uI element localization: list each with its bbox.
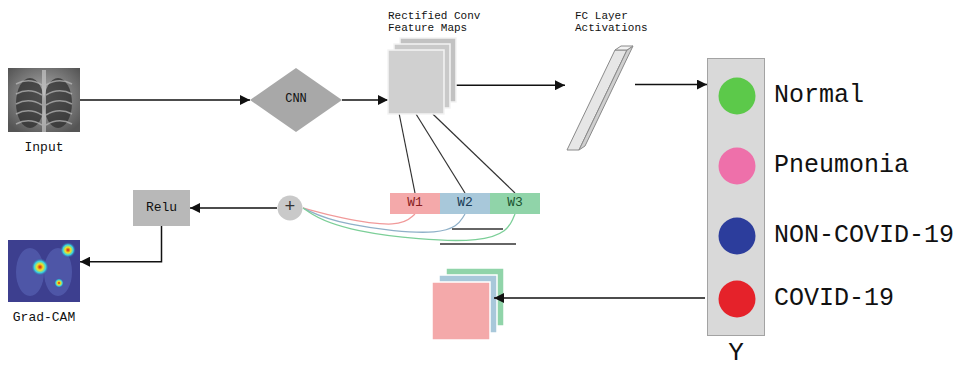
node-label: W1: [407, 196, 423, 210]
gradcam-picture: [8, 240, 80, 302]
relu-box: Relu: [133, 190, 190, 226]
connector-arrow: [416, 114, 465, 193]
hot-spot: [60, 242, 76, 258]
input-image: Input: [8, 68, 80, 132]
node-label: CNN: [285, 93, 307, 106]
class-circle: Pneumonia: [718, 147, 756, 185]
caption-label: Grad-CAM: [13, 311, 75, 325]
connector-arrow: [342, 99, 388, 101]
caption-label: Input: [24, 141, 63, 155]
label-holder: Pneumonia: [774, 152, 909, 180]
node-label: Relu: [146, 201, 177, 215]
hot-spot: [54, 278, 64, 288]
node-label: W3: [507, 196, 523, 210]
caption-label: Y: [728, 339, 744, 368]
connector-arrow: [80, 226, 162, 262]
prism-shape: [565, 42, 635, 154]
heatmap-ground: [8, 240, 80, 302]
output-column: NormalPneumoniaNON-COVID-19COVID-19Y: [707, 58, 765, 336]
connector-arrow: [444, 84, 565, 86]
cnn-diamond: CNN: [250, 68, 342, 132]
label-holder: Grad-CAM: [13, 308, 75, 326]
circle-shape: [718, 77, 756, 115]
class-circle: NON-COVID-19: [718, 217, 756, 255]
caption-label: Pneumonia: [774, 152, 909, 180]
label-holder: COVID-19: [774, 285, 894, 313]
node-label: +: [285, 198, 296, 218]
stack-shape: [388, 50, 444, 114]
caption-label: Normal: [774, 82, 864, 110]
xray-picture: [8, 68, 80, 132]
feature-maps: Rectified Conv Feature Maps: [388, 50, 444, 114]
caption-label: NON-COVID-19: [774, 222, 954, 250]
weight-cell: W2: [440, 193, 490, 214]
connector-arrow: [80, 99, 250, 101]
connector-arrow: [433, 114, 515, 193]
xray-ground: [8, 68, 80, 132]
weight-cell: W3: [490, 193, 540, 214]
hot-spot: [31, 258, 49, 276]
weight-cell: W1: [390, 193, 440, 214]
equals-lines: [440, 229, 516, 244]
caption-label: COVID-19: [774, 285, 894, 313]
label-holder: NON-COVID-19: [774, 222, 954, 250]
class-circle: Normal: [718, 77, 756, 115]
connector-arrow: [635, 84, 707, 86]
label-holder: Rectified Conv Feature Maps: [388, 10, 486, 34]
connector-arrow: [399, 114, 415, 193]
label-holder: Y: [728, 339, 744, 368]
backprop-arrow: [494, 297, 705, 299]
caption-label: Rectified Conv Feature Maps: [388, 10, 486, 34]
fc-layer: FC Layer Activations: [565, 42, 635, 154]
caption-label: FC Layer Activations: [575, 10, 659, 34]
sum-node: +: [277, 195, 303, 221]
label-holder: Input: [24, 138, 63, 156]
gradcam-image: Grad-CAM: [8, 240, 80, 302]
circle-shape: [718, 217, 756, 255]
class-circle: COVID-19: [718, 280, 756, 318]
label-holder: Normal: [774, 82, 864, 110]
ribs: [16, 81, 72, 125]
circle-shape: [718, 147, 756, 185]
connector-arrow: [190, 207, 277, 209]
circle-shape: [718, 280, 756, 318]
node-label: W2: [457, 196, 473, 210]
label-holder: FC Layer Activations: [575, 10, 659, 34]
spine: [42, 70, 46, 132]
weighted-maps-stack: [432, 268, 504, 340]
